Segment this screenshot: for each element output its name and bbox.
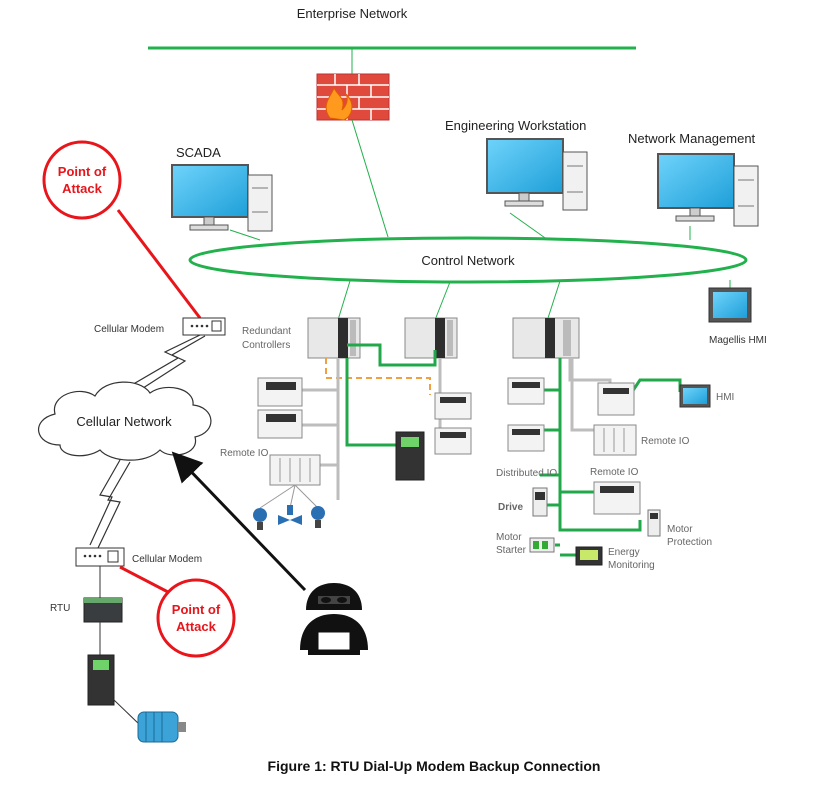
remote-io-left-label: Remote IO: [220, 448, 269, 459]
cellular-modem-top-label: Cellular Modem: [94, 324, 164, 335]
redundant-controller-1: [307, 317, 361, 359]
attack-point-top: Point of Attack: [42, 140, 122, 220]
figure-caption: Figure 1: RTU Dial-Up Modem Backup Conne…: [268, 758, 601, 774]
scada-workstation-icon: [171, 164, 273, 232]
network-management-workstation-icon: [657, 153, 759, 227]
cellular-network-cloud: [37, 381, 212, 461]
cellular-modem-top-icon: [182, 317, 226, 336]
attack-line-top: [116, 209, 202, 319]
remote-io-rack-center-2: [434, 427, 472, 455]
remote-io-rack-center-1: [434, 392, 472, 420]
scada-label: SCADA: [176, 145, 221, 160]
engineering-workstation-label: Engineering Workstation: [445, 118, 586, 133]
cellular-modem-bottom-label: Cellular Modem: [132, 554, 202, 565]
remote-io-rack-right-1: [597, 382, 635, 416]
attack-point-bottom-line2: Attack: [176, 619, 217, 634]
cellular-modem-bottom-icon: [75, 547, 125, 567]
distributed-io-rack-1: [507, 377, 545, 405]
control-network-ring: [188, 236, 748, 284]
redundant-controllers-label-2: Controllers: [242, 340, 290, 351]
drive-rtu-icon: [87, 654, 115, 706]
sensor-icon-2: [311, 506, 325, 528]
redundant-controllers-label-1: Redundant: [242, 326, 291, 337]
redundant-controller-2: [404, 317, 458, 359]
remote-io-right2-label: Remote IO: [590, 467, 639, 478]
drive-right-icon: [532, 487, 548, 517]
energy-monitoring-label-1: Energy: [608, 547, 640, 558]
motor-starter-icon: [529, 537, 555, 553]
remote-io-rack-left-1: [257, 377, 303, 407]
motor-protection-label-1: Motor: [667, 524, 693, 535]
firewall-icon: [316, 73, 390, 121]
wireless-link-bottom: [89, 459, 121, 546]
magellis-hmi-label: Magellis HMI: [709, 335, 767, 346]
controller-right: [512, 317, 580, 359]
motor-protection-label-2: Protection: [667, 537, 712, 548]
magellis-hmi-icon: [708, 287, 752, 323]
hmi-right-icon: [679, 384, 711, 408]
hmi-label: HMI: [716, 392, 734, 403]
network-management-label: Network Management: [628, 131, 756, 146]
motor-starter-label-1: Motor: [496, 532, 522, 543]
rtu-label: RTU: [50, 603, 70, 614]
attack-point-top-line2: Attack: [62, 181, 103, 196]
motor-protection-icon: [647, 509, 661, 537]
distributed-io-label: Distributed IO: [496, 468, 557, 479]
energy-monitoring-label-2: Monitoring: [608, 560, 655, 571]
attack-arrow: [171, 451, 307, 592]
attack-point-bottom: Point of Attack: [156, 578, 236, 658]
attack-line-bottom: [119, 565, 169, 594]
attack-point-bottom-line1: Point of: [172, 602, 221, 617]
sensor-icon-1: [253, 508, 267, 530]
drive-center-icon: [395, 431, 425, 481]
distributed-io-rack-2: [507, 424, 545, 452]
motor-starter-label-2: Starter: [496, 545, 527, 556]
rtu-icon: [83, 597, 123, 623]
enterprise-network-label: Enterprise Network: [297, 6, 408, 21]
control-network-label: Control Network: [421, 253, 515, 268]
engineering-workstation-icon: [486, 138, 588, 211]
motor-icon: [137, 711, 186, 743]
wireless-link-top: [129, 334, 201, 387]
valve-icon: [278, 505, 302, 525]
hacker-icon: [300, 583, 368, 655]
remote-io-rack-right-2: [593, 424, 637, 456]
remote-io-rack-left-2: [257, 409, 303, 439]
cellular-network-label: Cellular Network: [76, 414, 172, 429]
remote-io-rack-right-3: [593, 481, 641, 515]
attack-point-top-line1: Point of: [58, 164, 107, 179]
remote-io-rack-left-3: [269, 454, 321, 486]
drive-label: Drive: [498, 502, 523, 513]
remote-io-right1-label: Remote IO: [641, 436, 690, 447]
energy-monitoring-icon: [575, 546, 603, 566]
